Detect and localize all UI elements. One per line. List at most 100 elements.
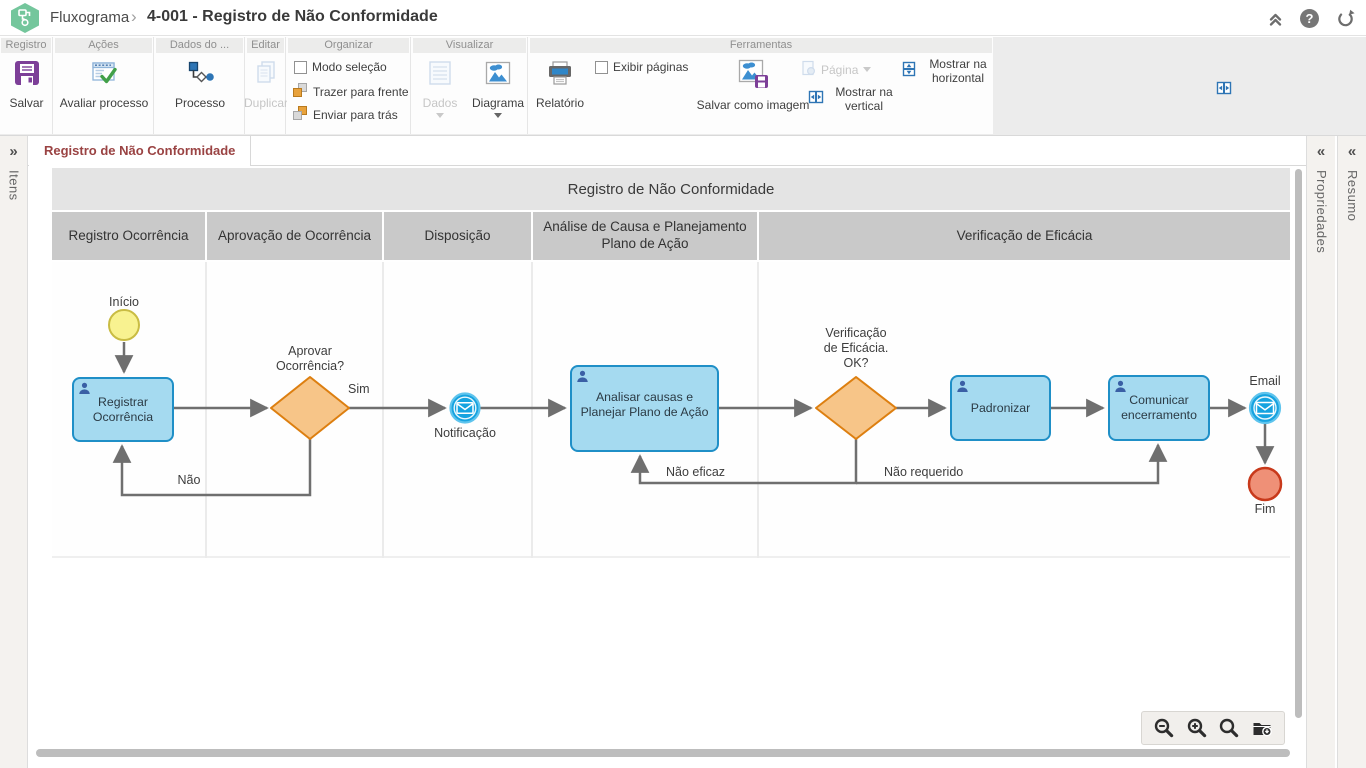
gateway-aprovar-label[interactable]: Aprovar Ocorrência? xyxy=(275,344,345,373)
lane-header-registro-ocorrencia[interactable]: Registro Ocorrência xyxy=(52,212,205,260)
relatorio-button[interactable]: Relatório xyxy=(533,58,587,110)
group-label-visualizar: Visualizar xyxy=(413,38,526,53)
start-event-shape[interactable] xyxy=(108,309,140,341)
lane-header-verificacao-eficacia[interactable]: Verificação de Eficácia xyxy=(759,212,1290,260)
task-comunicar-encerramento[interactable]: Comunicar encerramento xyxy=(1108,375,1210,441)
modo-selecao-checkbox[interactable] xyxy=(294,60,307,74)
zoom-out-icon[interactable] xyxy=(1153,717,1175,739)
person-icon xyxy=(1114,380,1127,393)
expand-items-panel-icon[interactable]: » xyxy=(9,143,18,160)
vertical-scrollbar-thumb[interactable] xyxy=(1295,169,1302,718)
help-icon[interactable]: ? xyxy=(1300,9,1319,28)
task-analisar-causas[interactable]: Analisar causas e Planejar Plano de Ação xyxy=(570,365,719,452)
message-icon xyxy=(456,402,474,414)
show-vertical-icon xyxy=(808,89,824,108)
message-icon xyxy=(1255,401,1275,415)
mostrar-na-vertical-button[interactable]: Mostrar na vertical xyxy=(808,85,899,114)
edge-verificacao-nao-requerido[interactable] xyxy=(856,443,1168,485)
task-registrar-ocorrencia[interactable]: Registrar Ocorrência xyxy=(72,377,174,442)
avaliar-processo-label: Avaliar processo xyxy=(59,96,149,110)
dados-label: Dados xyxy=(422,96,458,110)
dados-dropdown-button: Dados xyxy=(414,58,466,118)
zoom-in-icon[interactable] xyxy=(1186,717,1208,739)
properties-panel-label[interactable]: Propriedades xyxy=(1314,170,1329,254)
refresh-icon[interactable] xyxy=(1336,9,1355,28)
flowchart-canvas[interactable]: Registro de Não Conformidade Registro Oc… xyxy=(52,168,1290,560)
gateway-aprovar-shape[interactable] xyxy=(270,376,350,440)
horizontal-scrollbar-thumb[interactable] xyxy=(36,749,1290,757)
page-settings-icon xyxy=(800,60,816,79)
zoom-select-icon[interactable] xyxy=(1218,717,1240,739)
expand-panels-icon[interactable] xyxy=(1216,80,1232,101)
group-label-registro: Registro xyxy=(1,38,51,53)
ribbon-group-acoes: Ações Avaliar processo xyxy=(54,37,154,134)
edge-aprovar-nao-loop[interactable] xyxy=(112,439,312,497)
expand-summary-panel-icon[interactable]: « xyxy=(1347,143,1357,160)
diagrama-dropdown-button[interactable]: Diagrama xyxy=(470,58,526,118)
breadcrumb-app[interactable]: Fluxograma xyxy=(50,9,130,26)
properties-panel-collapsed: « Propriedades xyxy=(1306,136,1335,768)
edge-label-nao-requerido[interactable]: Não requerido xyxy=(884,465,964,479)
breadcrumb-separator: › xyxy=(131,7,137,26)
edge-verificacao-nao-eficaz[interactable] xyxy=(630,439,858,485)
trazer-para-frente-label: Trazer para frente xyxy=(313,84,409,99)
exibir-paginas-label: Exibir páginas xyxy=(613,60,689,74)
ribbon-group-registro: Registro Salvar xyxy=(0,37,53,134)
expand-properties-panel-icon[interactable]: « xyxy=(1316,143,1326,160)
exibir-paginas-checkbox-row[interactable]: Exibir páginas xyxy=(595,60,688,74)
document-tab-bar: Registro de Não Conformidade xyxy=(28,136,1306,166)
person-icon xyxy=(576,370,589,383)
salvar-button[interactable]: Salvar xyxy=(1,58,52,110)
save-as-image-icon xyxy=(736,57,770,95)
ribbon-empty-area xyxy=(993,37,1366,134)
duplicar-button: Duplicar xyxy=(230,58,302,110)
tab-label: Registro de Não Conformidade xyxy=(44,143,236,158)
task-label: Registrar Ocorrência xyxy=(92,394,154,424)
items-panel-label[interactable]: Itens xyxy=(6,170,22,201)
fit-diagram-folder-icon[interactable] xyxy=(1251,717,1273,739)
diagram-picture-icon xyxy=(483,58,513,93)
task-label: Comunicar encerramento xyxy=(1121,393,1197,422)
lane-separator xyxy=(531,262,533,558)
avaliar-processo-button[interactable]: Avaliar processo xyxy=(55,58,153,110)
app-logo-icon xyxy=(8,2,42,34)
end-event-label[interactable]: Fim xyxy=(1254,502,1276,516)
send-to-back-icon xyxy=(292,105,308,124)
task-label: Padronizar xyxy=(970,400,1031,415)
lane-header-aprovacao-ocorrencia[interactable]: Aprovação de Ocorrência xyxy=(207,212,382,260)
group-label-dados-do: Dados do ... xyxy=(156,38,243,53)
modo-selecao-checkbox-row[interactable]: Modo seleção xyxy=(294,60,387,74)
exibir-paginas-checkbox[interactable] xyxy=(595,60,608,74)
lane-header-disposicao[interactable]: Disposição xyxy=(384,212,531,260)
trazer-para-frente-button[interactable]: Trazer para frente xyxy=(292,82,409,101)
pool-title[interactable]: Registro de Não Conformidade xyxy=(52,168,1290,210)
page-title: 4-001 - Registro de Não Conformidade xyxy=(147,8,438,25)
processo-label: Processo xyxy=(174,96,226,110)
email-message-event[interactable] xyxy=(1248,391,1282,425)
tab-registro-nao-conformidade[interactable]: Registro de Não Conformidade xyxy=(29,136,252,166)
edge-label-sim[interactable]: Sim xyxy=(348,382,370,396)
pagina-dropdown-button: Página xyxy=(800,60,872,79)
processo-button[interactable]: Processo xyxy=(156,58,244,110)
email-event-label[interactable]: Email xyxy=(1249,374,1281,388)
mostrar-na-horizontal-button[interactable]: Mostrar na horizontal xyxy=(901,57,994,86)
edge-label-nao[interactable]: Não xyxy=(177,473,201,487)
collapse-ribbon-icon[interactable] xyxy=(1266,9,1285,28)
notificacao-label[interactable]: Notificação xyxy=(434,426,496,440)
lane-header-analise-causa[interactable]: Análise de Causa e Planejamento Plano de… xyxy=(533,212,757,260)
summary-panel-label[interactable]: Resumo xyxy=(1345,170,1360,222)
enviar-para-tras-button[interactable]: Enviar para trás xyxy=(292,105,398,124)
notificacao-message-event[interactable] xyxy=(449,392,481,424)
end-event-shape[interactable] xyxy=(1247,466,1283,502)
save-icon xyxy=(12,58,42,93)
start-event-label[interactable]: Início xyxy=(109,295,139,309)
pagina-label: Página xyxy=(821,62,859,77)
salvar-como-imagem-button[interactable]: Salvar como imagem xyxy=(695,57,811,112)
edge-label-nao-eficaz[interactable]: Não eficaz xyxy=(666,465,726,479)
gateway-verificacao-shape[interactable] xyxy=(815,376,897,440)
bring-to-front-icon xyxy=(292,82,308,101)
printer-icon xyxy=(545,58,575,93)
duplicar-label: Duplicar xyxy=(243,96,288,110)
task-padronizar[interactable]: Padronizar xyxy=(950,375,1051,441)
gateway-verificacao-label[interactable]: Verificação de Eficácia. OK? xyxy=(823,326,889,370)
